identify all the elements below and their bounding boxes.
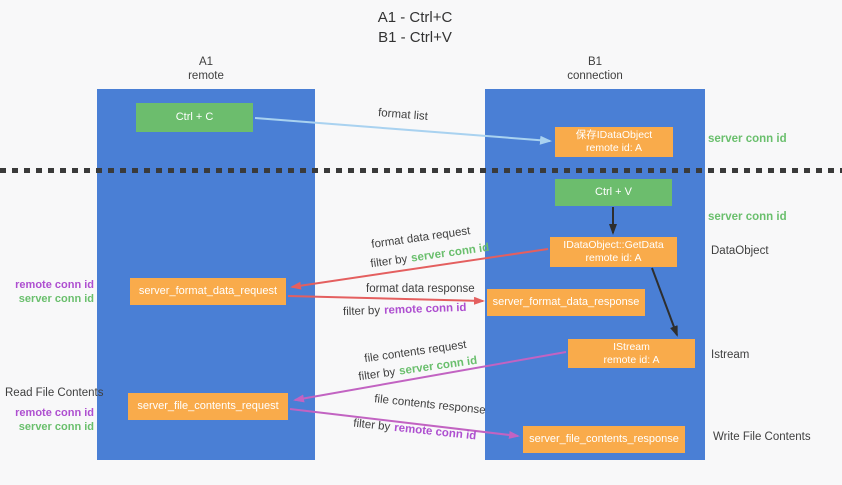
node-ctrl-c: Ctrl + C (136, 103, 253, 132)
node-getdata-line1: IDataObject::GetData (563, 239, 664, 251)
node-server-file-contents-response: server_file_contents_response (523, 426, 685, 453)
getdata-to-istream-arrow (651, 267, 678, 337)
format-data-response-arrow (287, 295, 485, 305)
title-line-2: B1 - Ctrl+V (378, 29, 452, 46)
left-conn-id-block-2: remote conn id server conn id (0, 406, 94, 434)
format-list-arrow (254, 117, 552, 145)
lane-header-a1: A1 remote (97, 55, 315, 83)
format-data-request-arrow (290, 248, 549, 290)
label-read-file-contents: Read File Contents (5, 387, 104, 399)
node-server-format-data-request-label: server_format_data_request (138, 285, 278, 297)
title-line-1: A1 - Ctrl+C (377, 9, 453, 26)
node-istream-line2: remote id: A (603, 353, 660, 366)
server-conn-id-label: server conn id (18, 293, 94, 305)
label-server-conn-id-right-top: server conn id (708, 133, 787, 145)
node-istream: IStream remote id: A (568, 339, 695, 368)
node-server-format-data-request: server_format_data_request (130, 278, 286, 305)
node-server-file-contents-response-label: server_file_contents_response (529, 433, 679, 445)
label-dataobject: DataObject (711, 245, 769, 257)
label-format-data-response: format data response (366, 283, 475, 295)
server-conn-id-label: server conn id (18, 421, 94, 433)
lane-a1-subtitle: remote (188, 70, 224, 82)
node-istream-line1: IStream (613, 340, 650, 353)
node-ctrl-v-label: Ctrl + V (595, 186, 632, 198)
left-conn-id-block-1: remote conn id server conn id (0, 278, 94, 306)
session-divider-dashed-line (0, 168, 842, 173)
lane-b1-subtitle: connection (567, 70, 623, 82)
node-getdata-line2: remote id: A (585, 252, 642, 264)
node-save-idataobject-line1: 保存IDataObject (575, 129, 653, 141)
file-contents-request-arrow (293, 351, 567, 403)
node-save-idataobject-line2: remote id: A (585, 142, 643, 154)
label-istream-side: Istream (711, 349, 750, 361)
label-server-conn-id-right-mid: server conn id (708, 211, 787, 223)
node-ctrl-c-label: Ctrl + C (175, 111, 214, 123)
filter-by-text: filter by (342, 304, 381, 319)
remote-conn-id-label: remote conn id (15, 279, 94, 291)
lane-b1-name: B1 (587, 56, 603, 68)
diagram-title: A1 - Ctrl+C B1 - Ctrl+V (330, 8, 500, 48)
node-getdata: IDataObject::GetData remote id: A (550, 237, 677, 267)
node-server-file-contents-request-label: server_file_contents_request (137, 400, 279, 412)
node-server-format-data-response-label: server_format_data_response (492, 296, 640, 308)
node-ctrl-v: Ctrl + V (555, 179, 672, 206)
node-server-file-contents-request: server_file_contents_request (128, 393, 288, 420)
lane-header-b1: B1 connection (485, 55, 705, 83)
file-contents-response-arrow (289, 408, 520, 439)
node-server-format-data-response: server_format_data_response (487, 289, 645, 316)
lane-a1-name: A1 (198, 56, 214, 68)
node-save-idataobject: 保存IDataObject remote id: A (555, 127, 673, 157)
remote-conn-id-label: remote conn id (15, 407, 94, 419)
label-write-file-contents: Write File Contents (713, 431, 811, 443)
